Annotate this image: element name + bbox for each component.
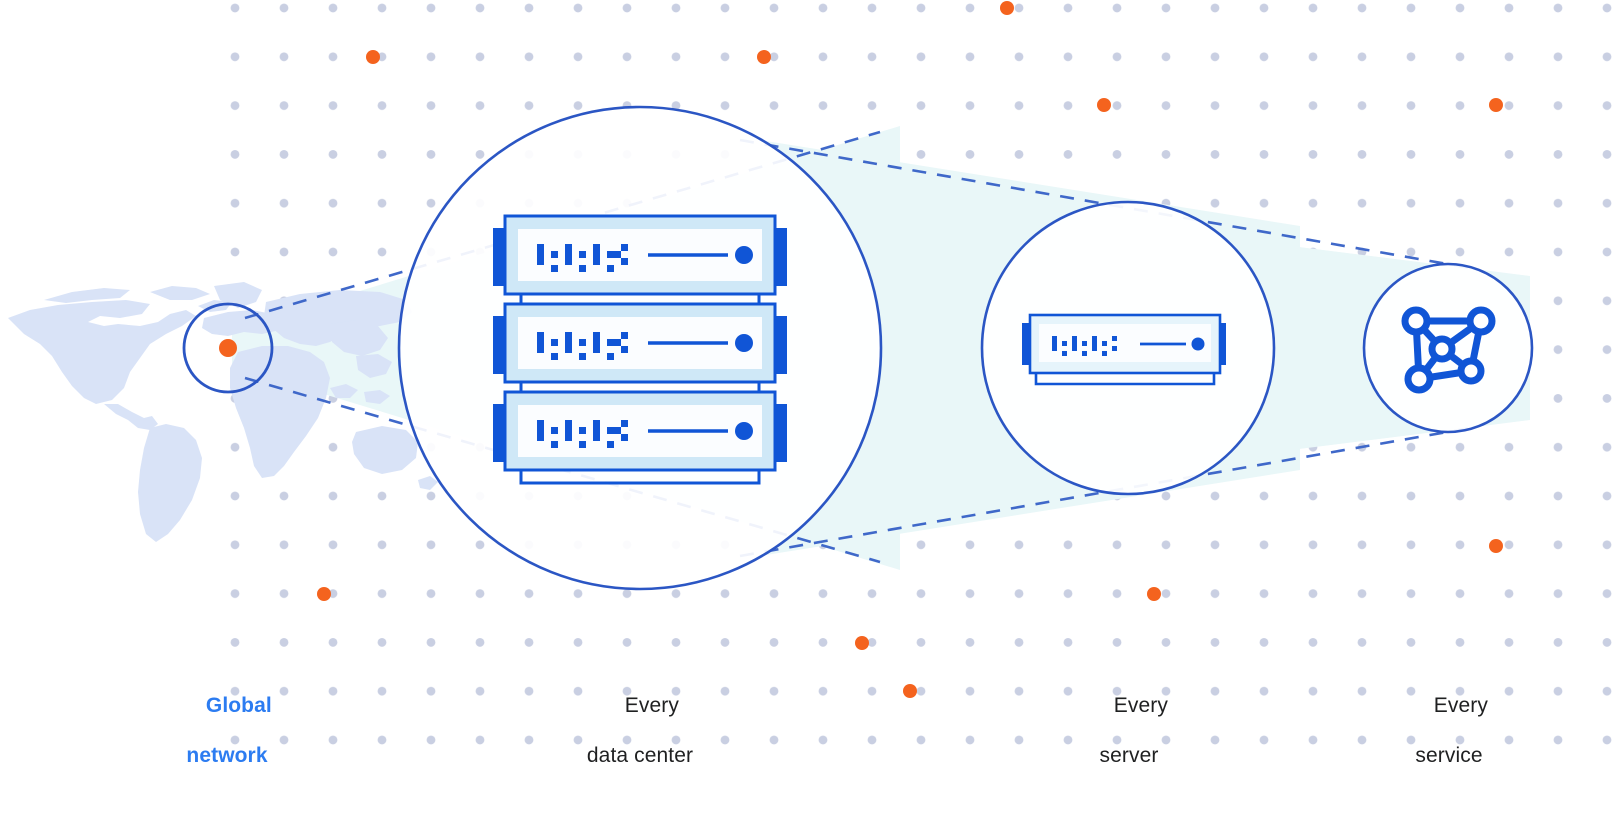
accent-dot	[903, 684, 917, 698]
map-focus-circle	[182, 302, 274, 394]
stage-label-line1: Global	[205, 694, 272, 717]
accent-dot	[1147, 587, 1161, 601]
network-hierarchy-diagram: Global network Every data center Every s…	[8, 0, 1620, 782]
stage-label-line2: network	[186, 744, 268, 767]
network-nodes-icon	[1401, 306, 1496, 394]
network-node-top-left	[1401, 306, 1431, 336]
accent-dot	[1000, 1, 1014, 15]
accent-dots	[219, 1, 1503, 698]
stage-label-global-network: Global network	[127, 668, 327, 818]
server-rack-icon	[493, 214, 787, 485]
rack-unit-3	[493, 390, 787, 485]
rack-unit-2	[493, 302, 787, 397]
stage-label-line2: data center	[586, 744, 694, 767]
network-node-bottom-right	[1457, 357, 1485, 385]
accent-dot	[1097, 98, 1111, 112]
server-unit-icon	[1022, 313, 1226, 386]
stage-label-line1: Every	[1433, 694, 1488, 717]
rack-unit-1	[493, 214, 787, 309]
stage-label-data-center: Every data center	[540, 668, 740, 818]
stage-label-line1: Every	[1113, 694, 1168, 717]
accent-dot-map-marker	[219, 339, 237, 357]
stage-label-server: Every server	[1029, 668, 1229, 818]
stage-label-line2: server	[1099, 744, 1159, 767]
accent-dot	[366, 50, 380, 64]
network-node-top-right	[1466, 306, 1496, 336]
accent-dot	[855, 636, 869, 650]
world-map-icon	[8, 282, 438, 542]
stage-label-line1: Every	[624, 694, 679, 717]
stage-label-line2: service	[1415, 744, 1483, 767]
stage-label-service: Every service	[1349, 668, 1549, 818]
network-node-bottom-left	[1404, 364, 1434, 394]
network-node-center	[1428, 335, 1456, 363]
accent-dot	[1489, 98, 1503, 112]
accent-dot	[1489, 539, 1503, 553]
diagram-artwork	[8, 0, 1620, 782]
accent-dot	[757, 50, 771, 64]
accent-dot	[317, 587, 331, 601]
